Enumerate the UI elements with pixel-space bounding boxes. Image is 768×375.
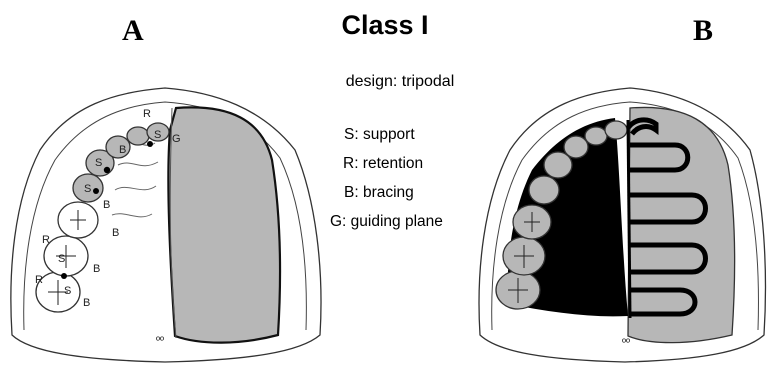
framework-spine-b: [628, 120, 630, 318]
rest-seat-2: [93, 188, 99, 194]
label-s-2: S: [95, 157, 102, 169]
denture-base-a: [168, 107, 280, 342]
legend-bracing: B: bracing: [344, 178, 490, 207]
tooth-b-canine: [564, 136, 588, 158]
label-r-2: R: [42, 234, 50, 246]
incisive-papilla-a: ºº: [156, 335, 164, 347]
tooth-canine: [106, 136, 130, 158]
tooth-b-incisor-cen: [605, 121, 627, 139]
legend-support: S: support: [344, 120, 490, 149]
label-r-1: R: [143, 108, 151, 120]
label-s-3: S: [84, 183, 91, 195]
label-s-1: S: [154, 129, 161, 141]
tooth-b-premolar-2: [529, 176, 559, 204]
label-b-2: B: [103, 199, 110, 211]
tooth-incisor-lat: [127, 127, 149, 145]
tooth-b-incisor-lat: [585, 127, 607, 145]
diagram-title: Class I: [330, 10, 440, 41]
label-s-4: S: [58, 253, 65, 265]
label-s-5: S: [64, 285, 71, 297]
label-b-5: B: [83, 297, 90, 309]
incisive-papilla-b: ºº: [622, 337, 630, 349]
rest-seat-4: [147, 141, 153, 147]
legend-guiding-plane: G: guiding plane: [330, 207, 490, 236]
label-b-1: B: [119, 144, 126, 156]
legend-retention: R: retention: [343, 149, 490, 178]
legend: S: support R: retention B: bracing G: gu…: [330, 120, 490, 236]
arch-diagram-b: ºº: [470, 0, 768, 375]
label-b-4: B: [93, 263, 100, 275]
teeth-a: [36, 123, 169, 312]
rest-seat-1: [104, 167, 110, 173]
label-g-1: G: [172, 133, 181, 145]
rest-seat-3: [61, 273, 67, 279]
label-b-3: B: [112, 227, 119, 239]
label-r-3: R: [35, 274, 43, 286]
arch-diagram-a: R G S B S S B B R S B R S B ºº: [0, 0, 330, 375]
tooth-b-premolar-1: [544, 152, 572, 178]
